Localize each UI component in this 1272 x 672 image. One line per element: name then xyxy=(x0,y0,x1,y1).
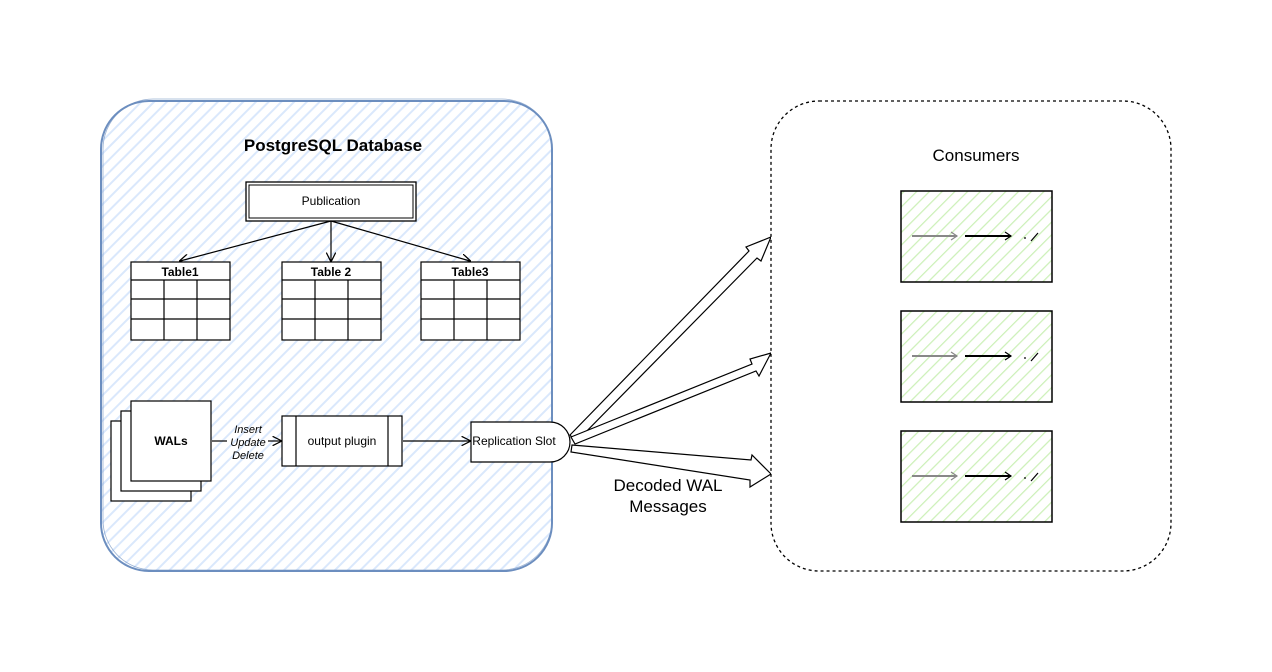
output-plugin-box xyxy=(281,415,403,467)
database-title: PostgreSQL Database xyxy=(244,136,422,155)
publication-label: Publication xyxy=(302,194,361,208)
table-3-title: Table3 xyxy=(451,265,488,279)
table-2 xyxy=(281,261,382,341)
wals-label: WALs xyxy=(154,434,188,448)
consumer-3-flow-icon xyxy=(912,471,1039,482)
replication-slot-label: Replication Slot xyxy=(472,434,556,448)
consumer-1 xyxy=(900,190,1053,283)
replication-slot-box xyxy=(470,421,571,463)
decoded-wal-label-line-1: Decoded WAL xyxy=(614,476,723,495)
table-3 xyxy=(420,261,521,341)
wals-documents xyxy=(110,400,212,502)
decoded-wal-label-line-2: Messages xyxy=(629,497,706,516)
consumers-title: Consumers xyxy=(933,146,1020,165)
operation-update: Update xyxy=(230,437,265,449)
operation-delete: Delete xyxy=(232,450,264,462)
table-1-title: Table1 xyxy=(161,265,198,279)
operation-insert: Insert xyxy=(234,424,262,436)
arrow-to-consumer-2 xyxy=(570,352,773,445)
arrow-to-consumer-1 xyxy=(569,235,773,443)
publication-box xyxy=(245,181,417,222)
arrow-to-consumer-3 xyxy=(570,444,772,489)
output-plugin-label: output plugin xyxy=(308,434,377,448)
table-1 xyxy=(130,261,231,341)
consumer-1-flow-icon xyxy=(912,231,1039,242)
table-2-title: Table 2 xyxy=(311,265,352,279)
consumer-2-flow-icon xyxy=(912,351,1039,362)
publication-to-tables-arrows xyxy=(180,220,470,261)
consumer-2 xyxy=(900,310,1053,403)
decoded-wal-arrows xyxy=(569,235,773,489)
consumer-3 xyxy=(900,430,1053,523)
